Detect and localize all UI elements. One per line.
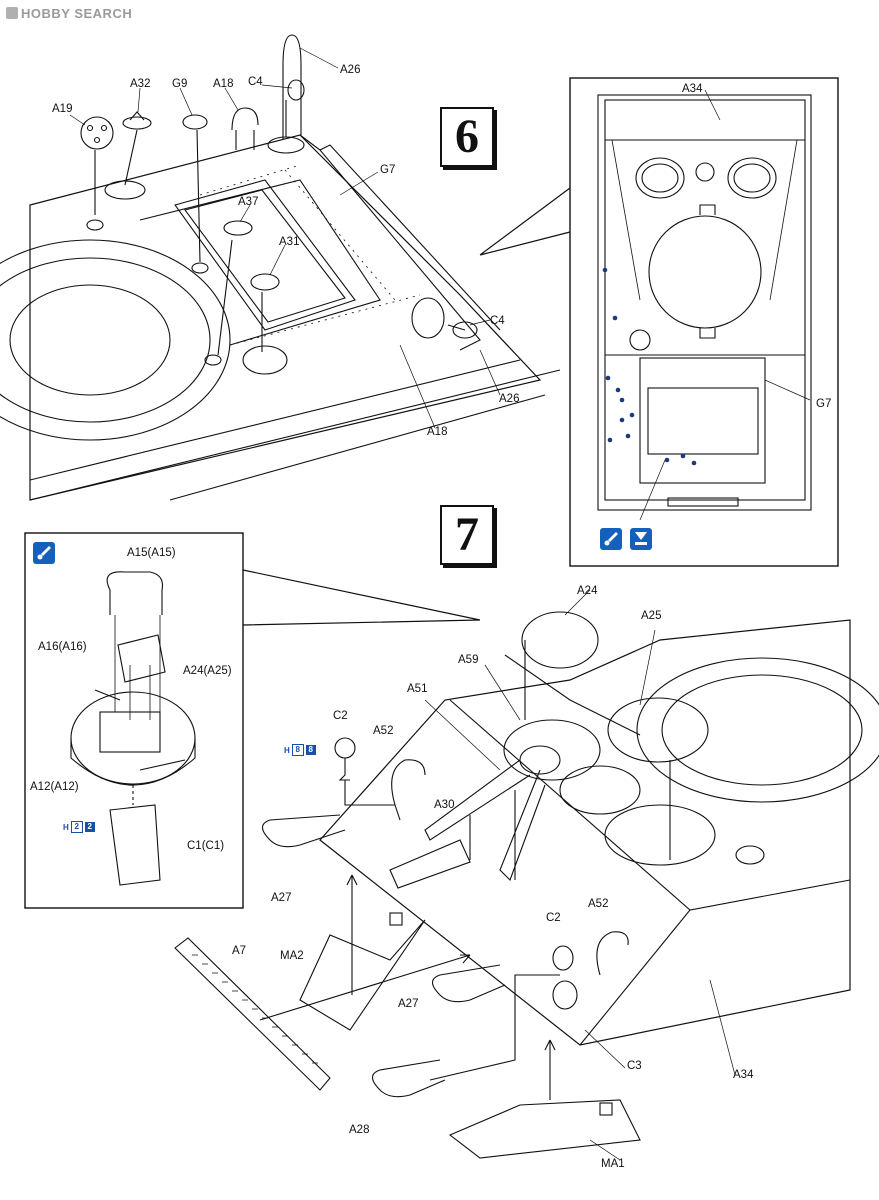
label-a18-bottom: A18 <box>427 426 448 438</box>
logo-mark <box>6 7 18 19</box>
hobby-search-logo-icon: HOBBY SEARCH <box>6 6 132 21</box>
badge-c1-n2: 2 <box>84 822 95 832</box>
label-c4-top: C4 <box>248 76 263 88</box>
label-g7-inset: G7 <box>816 398 832 410</box>
label-ma2: MA2 <box>280 950 304 962</box>
label-a51: A51 <box>407 683 428 695</box>
label-a52-bottom: A52 <box>588 898 609 910</box>
label-a18-top: A18 <box>213 78 234 90</box>
badge-c1-n1: 2 <box>70 821 83 833</box>
label-c3: C3 <box>627 1060 642 1072</box>
badge-c2-h: H <box>284 745 290 755</box>
paint-drip-icon <box>630 528 652 550</box>
label-a27-mid: A27 <box>398 998 419 1010</box>
label-a37: A37 <box>238 196 259 208</box>
step-number-7: 7 <box>440 505 494 565</box>
badge-c2-n2: 8 <box>305 745 316 755</box>
label-a24: A24 <box>577 585 598 597</box>
badge-c1-h: H <box>63 822 69 832</box>
label-c4-right: C4 <box>490 315 505 327</box>
label-g9: G9 <box>172 78 188 90</box>
label-c2-bottom: C2 <box>546 912 561 924</box>
badge-c2-parts: H 8 8 <box>284 744 316 756</box>
label-a15: A15(A15) <box>127 547 176 559</box>
badge-c1-parts: H 2 2 <box>63 821 95 833</box>
badge-c2-n1: 8 <box>291 744 304 756</box>
label-a25: A25 <box>641 610 662 622</box>
label-ma1: MA1 <box>601 1158 625 1170</box>
paint-brush-icon <box>33 542 55 564</box>
label-c2-top: C2 <box>333 710 348 722</box>
label-a34-inset: A34 <box>682 83 703 95</box>
label-a52-top: A52 <box>373 725 394 737</box>
label-a27-left: A27 <box>271 892 292 904</box>
paint-brush-icon <box>600 528 622 550</box>
label-a28: A28 <box>349 1124 370 1136</box>
label-a32: A32 <box>130 78 151 90</box>
step-number-6: 6 <box>440 107 494 167</box>
label-g7-main: G7 <box>380 164 396 176</box>
label-a12: A12(A12) <box>30 781 79 793</box>
label-a7: A7 <box>232 945 247 957</box>
logo-text: HOBBY SEARCH <box>21 6 133 21</box>
label-a26-right: A26 <box>499 393 520 405</box>
label-a19: A19 <box>52 103 73 115</box>
label-a16: A16(A16) <box>38 641 87 653</box>
label-c1: C1(C1) <box>187 840 225 852</box>
label-a31: A31 <box>279 236 300 248</box>
label-a26-top: A26 <box>340 64 361 76</box>
label-a24-inset: A24(A25) <box>183 665 232 677</box>
label-a34: A34 <box>733 1069 754 1081</box>
label-a59: A59 <box>458 654 479 666</box>
label-a30: A30 <box>434 799 455 811</box>
